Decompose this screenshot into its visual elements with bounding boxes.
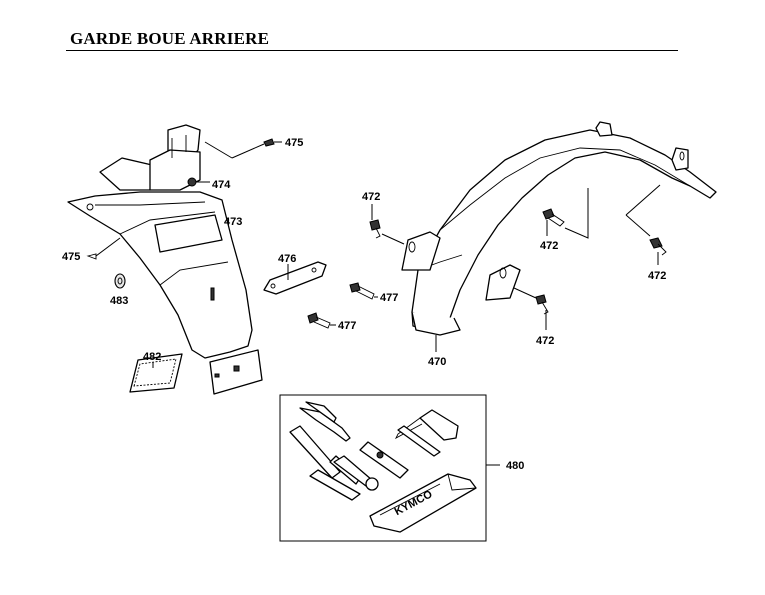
bolt-472-right [625,184,667,265]
bolt-472-mid-lower [513,287,549,330]
bolt-477-upper [349,282,378,300]
callout-483: 483 [110,295,128,307]
page-title: GARDE BOUE ARRIERE [70,29,270,48]
tool-kit-480 [279,394,500,542]
screw-475-top [204,138,282,159]
bolt-477-lower [307,312,336,329]
callout-472-right: 472 [648,270,666,282]
nut-474 [187,177,210,187]
callout-472-mid-lower: 472 [536,335,554,347]
callout-472-mid-upper: 472 [540,240,558,252]
tool-kit-frame [279,394,487,542]
callout-475-top: 475 [285,137,303,149]
callout-473: 473 [224,216,242,228]
callout-480: 480 [506,460,524,472]
rear-mudguard-473 [67,124,263,395]
callout-477-lower: 477 [338,320,356,332]
callout-472-left: 472 [362,191,380,203]
callout-474: 474 [212,179,231,191]
rear-fender-470 [401,121,717,336]
title-underline [66,50,678,51]
bracket-476 [263,261,327,295]
callout-482: 482 [143,351,161,363]
callout-470: 470 [428,356,446,368]
callout-476: 476 [278,253,296,265]
leader-472-mid [564,188,589,239]
callout-477-upper: 477 [380,292,398,304]
bolt-472-mid-upper [542,208,565,236]
reflector-482 [129,353,183,393]
screw-475-left [86,237,121,260]
bolt-472-left [369,204,405,245]
grommet-483 [114,273,126,289]
callout-475-left: 475 [62,251,80,263]
